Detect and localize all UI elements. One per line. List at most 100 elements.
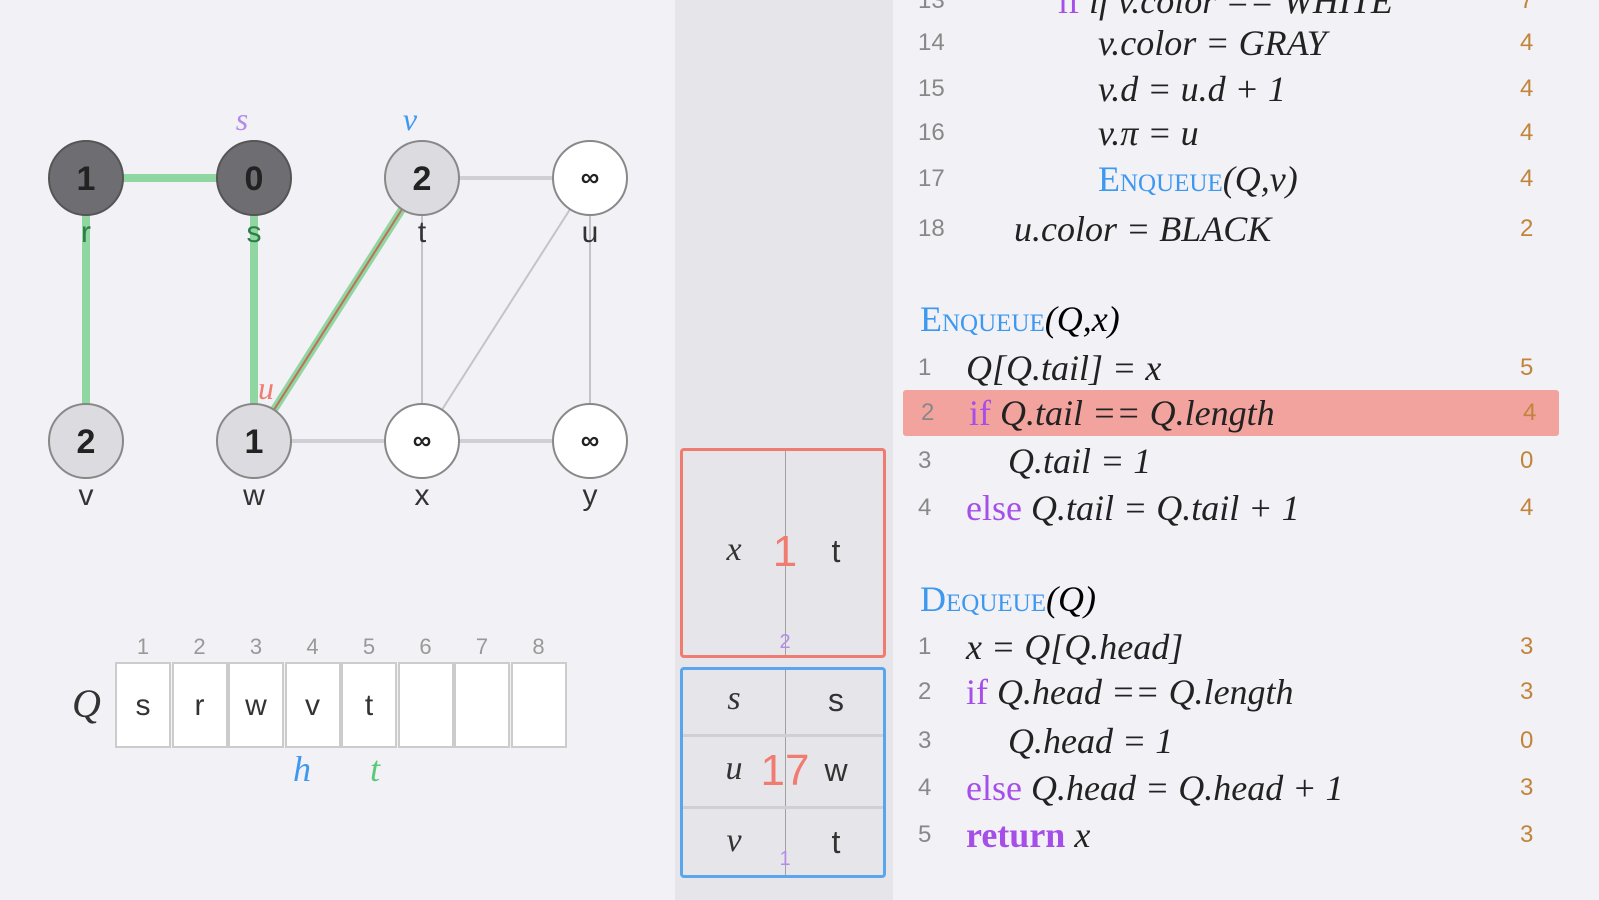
code-line-enqueue-2[interactable]: 2 if Q.tail == Q.length 4 bbox=[903, 390, 1559, 436]
graph-node-w[interactable]: 1w bbox=[216, 403, 292, 512]
frame-value: t bbox=[831, 533, 841, 569]
queue-index: 3 bbox=[249, 634, 263, 659]
code-text: Q.head = Q.head + 1 bbox=[1021, 768, 1344, 808]
execution-count: 4 bbox=[1520, 494, 1534, 521]
line-number: 2 bbox=[918, 678, 932, 705]
code-line-enqueue-1[interactable]: 1 Q[Q.tail] = x 5 bbox=[900, 345, 1599, 391]
queue-head-pointer: h bbox=[293, 749, 311, 789]
node-distance: ∞ bbox=[581, 425, 600, 455]
execution-count: 4 bbox=[1520, 119, 1534, 146]
line-number: 1 bbox=[918, 354, 932, 381]
keyword: if bbox=[966, 672, 988, 712]
enqueue-header: Enqueue(Q,x) bbox=[920, 296, 1120, 342]
graph-node-x[interactable]: ∞x bbox=[384, 403, 460, 512]
queue-index: 5 bbox=[362, 634, 376, 659]
frame-var: x bbox=[726, 531, 742, 568]
line-number: 4 bbox=[918, 774, 932, 801]
node-label: s bbox=[247, 216, 262, 249]
frame-var: s bbox=[727, 680, 741, 717]
line-number: 5 bbox=[918, 821, 932, 848]
node-label: r bbox=[81, 216, 91, 249]
line-number: 16 bbox=[918, 119, 945, 146]
graph-node-t[interactable]: 2t bbox=[384, 140, 460, 249]
code-line-dequeue-2[interactable]: 2 if Q.head == Q.length 3 bbox=[900, 669, 1599, 715]
execution-count: 4 bbox=[1520, 165, 1534, 192]
frame-var: v bbox=[726, 822, 742, 859]
node-label: v bbox=[79, 479, 94, 512]
node-distance: 0 bbox=[245, 160, 264, 198]
call-args: (Q,v) bbox=[1222, 159, 1298, 199]
frame-depth: 1 bbox=[779, 848, 791, 870]
queue-index: 6 bbox=[419, 634, 432, 659]
queue-cell: s bbox=[115, 662, 171, 748]
node-label: w bbox=[242, 479, 265, 512]
node-label: x bbox=[415, 479, 430, 512]
line-number: 3 bbox=[918, 447, 932, 474]
execution-count: 0 bbox=[1520, 447, 1534, 474]
code-text: v.d = u.d + 1 bbox=[1098, 69, 1286, 109]
keyword: return bbox=[966, 815, 1066, 855]
queue-index: 1 bbox=[136, 634, 150, 659]
graph-node-y[interactable]: ∞y bbox=[552, 403, 628, 512]
code-text: v.color = GRAY bbox=[1098, 23, 1327, 63]
frame-line: 17 bbox=[760, 746, 810, 795]
pointer-u: u bbox=[258, 370, 274, 406]
line-number: 1 bbox=[918, 633, 932, 660]
graph-node-s[interactable]: 0s bbox=[216, 140, 292, 249]
frame-depth: 2 bbox=[779, 631, 791, 653]
execution-count: 4 bbox=[1520, 75, 1534, 102]
node-label: t bbox=[418, 216, 427, 249]
code-text: if v.color == WHITE bbox=[1089, 0, 1393, 21]
frame-var: u bbox=[725, 750, 743, 787]
node-distance: 1 bbox=[77, 160, 96, 198]
code-text: u.color = BLACK bbox=[1014, 209, 1272, 249]
execution-count: 4 bbox=[1523, 399, 1537, 426]
line-number: 18 bbox=[918, 215, 945, 242]
line-number: 15 bbox=[918, 75, 945, 102]
execution-count: 3 bbox=[1520, 678, 1534, 705]
execution-count: 7 bbox=[1520, 0, 1534, 14]
line-number: 2 bbox=[921, 399, 935, 426]
queue-label: Q bbox=[72, 681, 101, 726]
queue-index: 4 bbox=[306, 634, 319, 659]
queue-cell: t bbox=[341, 662, 397, 748]
node-distance: ∞ bbox=[581, 162, 600, 192]
queue-cell bbox=[397, 662, 454, 748]
node-label: y bbox=[583, 479, 598, 512]
queue-cell: v bbox=[284, 662, 341, 748]
line-number: 3 bbox=[918, 727, 932, 754]
code-text: Q.head == Q.length bbox=[988, 672, 1294, 712]
code-text: x = Q[Q.head] bbox=[966, 627, 1184, 667]
keyword: if bbox=[969, 393, 991, 433]
execution-count: 3 bbox=[1520, 633, 1534, 660]
queue-index: 7 bbox=[475, 634, 489, 659]
frame-value: w bbox=[824, 752, 848, 788]
edge-x-u bbox=[421, 177, 591, 442]
node-distance: ∞ bbox=[413, 425, 432, 455]
frame-line: 1 bbox=[772, 527, 798, 576]
execution-count: 0 bbox=[1520, 727, 1534, 754]
code-line-bfs-15[interactable]: 15 v.d = u.d + 1 4 bbox=[900, 66, 1599, 112]
line-number: 13 bbox=[918, 0, 945, 14]
node-distance: 2 bbox=[77, 423, 96, 461]
graph-node-v[interactable]: 2v bbox=[48, 403, 124, 512]
graph-node-r[interactable]: 1r bbox=[48, 140, 124, 249]
line-number: 4 bbox=[918, 494, 932, 521]
code-line-dequeue-1[interactable]: 1 x = Q[Q.head] 3 bbox=[900, 624, 1599, 670]
execution-count: 5 bbox=[1520, 354, 1534, 381]
graph-node-u[interactable]: ∞u bbox=[552, 140, 628, 249]
frame-value: t bbox=[831, 824, 841, 860]
code-text: Q[Q.tail] = x bbox=[966, 348, 1162, 388]
code-text: Q.tail == Q.length bbox=[991, 393, 1275, 433]
